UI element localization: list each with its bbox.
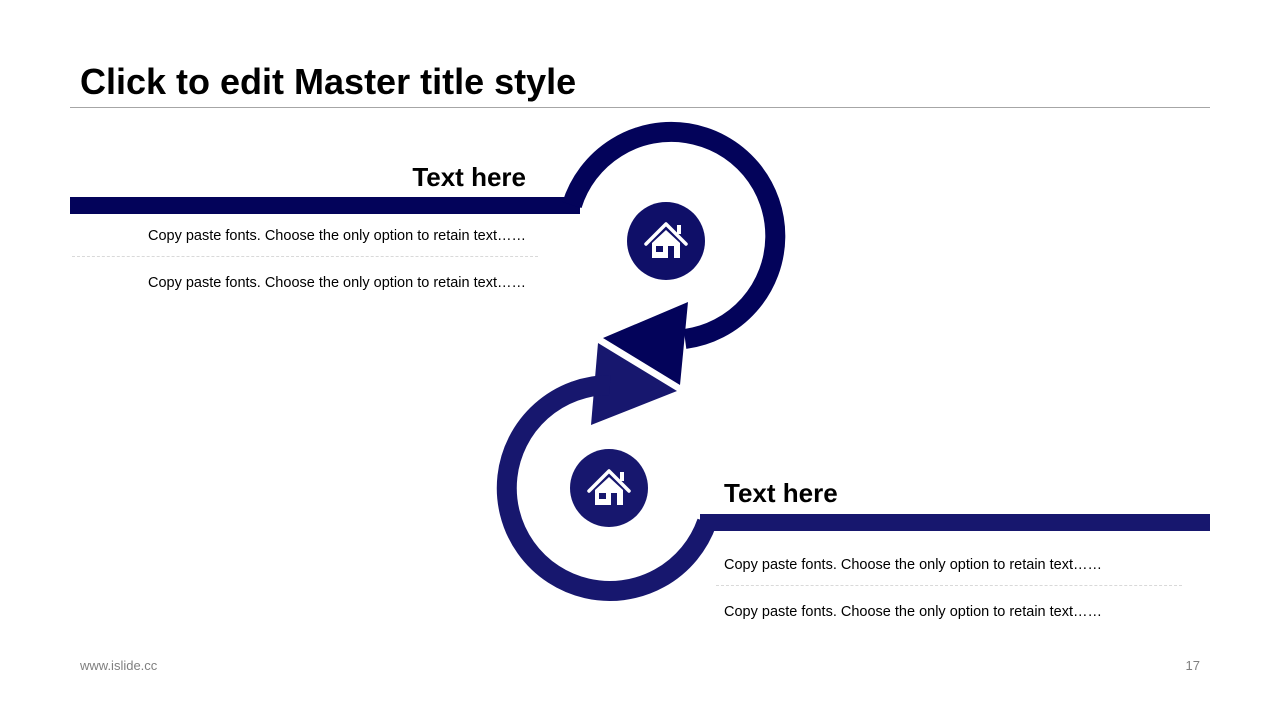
page-number: 17 — [1185, 658, 1200, 673]
home-icon — [570, 449, 648, 527]
title-divider — [70, 107, 1210, 108]
lower-loop — [496, 374, 717, 601]
step-1-line-2: Copy paste fonts. Choose the only option… — [147, 275, 526, 291]
step-2-divider — [716, 585, 1182, 586]
step-2-line-2: Copy paste fonts. Choose the only option… — [724, 604, 1103, 620]
top-bar — [70, 197, 580, 214]
home-icon — [627, 202, 705, 280]
bottom-bar — [700, 514, 1210, 531]
step-1-line-1: Copy paste fonts. Choose the only option… — [147, 228, 526, 244]
slide-title: Click to edit Master title style — [80, 61, 577, 102]
step-2-line-1: Copy paste fonts. Choose the only option… — [724, 557, 1103, 573]
lower-arrowhead — [591, 343, 677, 425]
upper-arrowhead — [603, 302, 688, 385]
step-1-divider — [72, 256, 538, 257]
step-1-heading: Text here — [412, 162, 526, 192]
upper-loop — [562, 121, 786, 349]
step-2-heading: Text here — [724, 478, 838, 508]
footer-website: www.islide.cc — [80, 658, 158, 673]
